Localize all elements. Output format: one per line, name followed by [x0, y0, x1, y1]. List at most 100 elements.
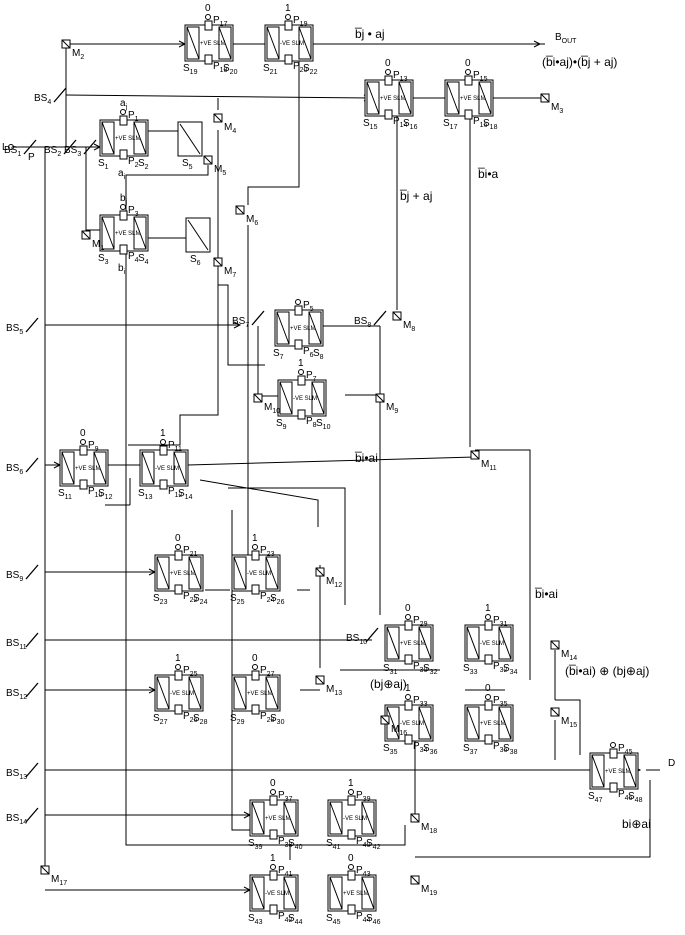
slm-type-label: -VE SLM [280, 41, 304, 47]
wire [217, 268, 265, 366]
mirror-m6 [235, 205, 245, 215]
slm-unit-u9: +VE SLM [184, 14, 234, 65]
s-label: S24 [193, 593, 208, 606]
beamsplitter-label: BS9 [6, 570, 23, 583]
s-label: S34 [503, 663, 518, 676]
left-element [233, 676, 247, 710]
polarizer-top [464, 75, 473, 86]
control-input: 0 [385, 58, 391, 69]
beamsplitter-bs1 [23, 139, 37, 155]
input-node [385, 69, 391, 75]
beamsplitter-bs9 [25, 564, 39, 580]
s-label: S33 [463, 663, 478, 676]
p-label: P12 [168, 486, 183, 499]
splitter-diagonal [386, 706, 400, 740]
control-input: 0 [465, 58, 471, 69]
mirror-diagonal [61, 39, 71, 49]
beamsplitter-label: BS5 [6, 323, 23, 336]
right-element [265, 556, 279, 590]
control-input: 0 [405, 603, 411, 614]
s-label: S16 [403, 118, 418, 131]
slm-type-label: +VE SLM [290, 326, 316, 332]
input-node [175, 664, 181, 670]
mirror-diagonal [213, 113, 223, 123]
p-label: P41 [278, 865, 293, 878]
slm-type-label: -VE SLM [170, 691, 194, 697]
mirror-m10 [253, 393, 263, 403]
mirror-diagonal [550, 707, 560, 717]
p-label: P37 [278, 790, 293, 803]
left-element [141, 451, 155, 485]
left-element [101, 216, 115, 250]
mirror-m13 [315, 675, 325, 685]
mirror-label: M18 [421, 822, 437, 835]
wire [125, 165, 406, 846]
right-element [265, 676, 279, 710]
s-label: S29 [230, 713, 245, 726]
right-element [188, 556, 202, 590]
mirror-m11 [470, 450, 480, 460]
arrow-head [233, 321, 242, 329]
slm-unit-u18: +VE SLM [464, 694, 514, 745]
s-label: S11 [58, 488, 72, 501]
s-label: S27 [153, 713, 168, 726]
s-label: S1 [98, 158, 109, 171]
splitter-diagonal [265, 556, 279, 590]
input-node [348, 864, 354, 870]
polarizer-bottom [119, 244, 128, 255]
polarizer-bottom [484, 734, 493, 745]
s-label: S6 [190, 254, 201, 267]
polarizer-top [251, 670, 260, 681]
polarizer-top [294, 305, 303, 316]
left-element [591, 754, 605, 788]
p-label: P44 [356, 911, 371, 924]
beamsplitter-bs5 [25, 317, 39, 333]
expression-e8: (bj⊕aj) [370, 677, 407, 691]
mirror-diagonal [253, 393, 263, 403]
wire [475, 449, 531, 680]
right-element [283, 876, 297, 910]
control-input: 1 [285, 3, 291, 14]
left-element [156, 556, 170, 590]
s-label: S13 [138, 488, 153, 501]
splitter-diagonal [173, 451, 187, 485]
right-element [623, 754, 637, 788]
mirror-label: M15 [561, 716, 577, 729]
polarizer-bottom [174, 584, 183, 595]
slm-type-label: +VE SLM [605, 769, 631, 775]
p-label: P29 [413, 615, 428, 628]
control-input: 1 [485, 603, 491, 614]
mirror-diagonal [81, 230, 91, 240]
mirror-m17 [40, 865, 50, 875]
splitter-diagonal [251, 801, 265, 835]
polarizer-bottom [251, 704, 260, 715]
splitter-diagonal [101, 216, 115, 250]
slm-unit-u23: +VE SLM [589, 742, 639, 793]
control-input: bi [118, 263, 126, 276]
splitter-diagonal [93, 451, 107, 485]
p-label: P18 [213, 61, 228, 74]
slm-unit-u14: +VE SLM [231, 664, 281, 715]
s-label: S38 [503, 743, 518, 756]
polarizer-bottom [119, 149, 128, 160]
input-node [405, 694, 411, 700]
p-label: P27 [260, 665, 275, 678]
p-label: P1 [128, 110, 139, 123]
beamsplitter-label: BS2 [44, 145, 61, 158]
right-element [361, 801, 375, 835]
s-label: S5 [182, 158, 193, 171]
splitter-diagonal [266, 26, 280, 60]
expression-e3: b̅j + aj [399, 189, 432, 203]
polarizer-bottom [347, 904, 356, 915]
control-input: 1 [405, 683, 411, 694]
mirror-diagonal [410, 813, 420, 823]
p-label: P16 [473, 116, 488, 129]
left-element [61, 451, 75, 485]
splitter-diagonal [276, 311, 290, 345]
slm-type-label: +VE SLM [75, 466, 101, 472]
polarizer-bottom [174, 704, 183, 715]
beamsplitter-label: BS3 [64, 145, 81, 158]
s-label: S20 [223, 63, 238, 76]
p-label: P32 [493, 661, 508, 674]
